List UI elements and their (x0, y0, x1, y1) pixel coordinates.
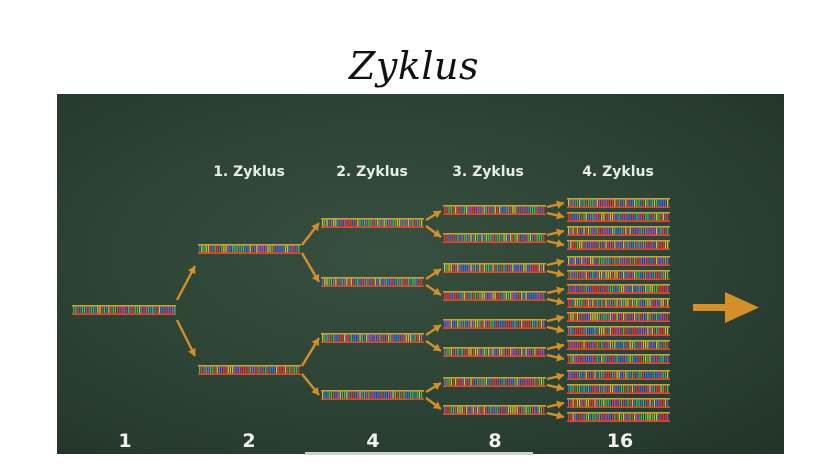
dna-cycle3-7 (443, 377, 546, 387)
split-arrow-3-13 (546, 372, 565, 381)
dna-cycle2-2 (321, 277, 424, 287)
dna-cycle1-2 (198, 365, 301, 375)
chalkboard: 1. Zyklus 2. Zyklus 3. Zyklus 4. Zyklus … (57, 94, 784, 454)
split-arrow-2-1 (425, 209, 442, 222)
split-arrow-1-2 (300, 252, 321, 283)
split-arrow-2-5 (425, 324, 442, 336)
pcr-diagram (72, 198, 759, 422)
split-arrow-3-7 (546, 286, 565, 295)
dna-cycle4-13 (567, 370, 670, 380)
dna-cycle4-14 (567, 384, 670, 394)
split-arrow-3-8 (546, 297, 565, 306)
split-arrow-1-1 (301, 222, 320, 246)
split-arrow-3-11 (546, 342, 565, 351)
split-arrow-3-10 (546, 325, 565, 334)
count-cycle-2: 4 (366, 430, 380, 452)
dna-cycle4-3 (567, 226, 670, 236)
split-arrow-3-2 (546, 211, 565, 220)
split-arrow-2-6 (425, 340, 442, 352)
dna-cycle3-2 (443, 233, 546, 243)
dna-cycle4-12 (567, 354, 670, 364)
slide-scrollbar[interactable] (305, 452, 533, 455)
dna-cycle3-3 (443, 263, 546, 273)
dna-cycle4-8 (567, 298, 670, 308)
dna-cycle3-6 (443, 347, 546, 357)
split-arrow-3-4 (546, 239, 565, 248)
dna-cycle2-4 (321, 390, 424, 400)
dna-cycle4-16 (567, 412, 670, 422)
cycle-label-4: 4. Zyklus (582, 164, 654, 180)
count-cycle-1: 2 (242, 430, 256, 452)
dna-cycle4-10 (567, 326, 670, 336)
split-arrow-3-14 (546, 383, 565, 392)
dna-cycle4-4 (567, 240, 670, 250)
arrow-right-icon (693, 292, 759, 323)
split-arrow-3-12 (546, 353, 565, 362)
dna-cycle2-1 (321, 218, 424, 228)
split-arrow-3-15 (546, 400, 565, 409)
split-arrow-1-3 (300, 337, 321, 367)
cycle-label-2: 2. Zyklus (336, 164, 408, 180)
split-arrow-2-8 (425, 397, 442, 410)
count-cycle-3: 8 (488, 430, 502, 452)
cycle-label-1: 1. Zyklus (213, 164, 285, 180)
split-arrow-3-16 (546, 411, 565, 420)
dna-cycle4-11 (567, 340, 670, 350)
dna-cycle1-1 (198, 244, 301, 254)
count-start: 1 (118, 430, 132, 452)
dna-start (72, 305, 176, 315)
split-arrow-3-1 (546, 200, 565, 209)
dna-cycle3-4 (443, 291, 546, 301)
split-arrow-0a (175, 265, 197, 301)
split-arrow-2-7 (425, 381, 442, 394)
dna-cycle3-1 (443, 205, 546, 215)
dna-cycle4-2 (567, 212, 670, 222)
dna-cycle4-9 (567, 312, 670, 322)
split-arrow-2-3 (425, 268, 442, 280)
dna-cycle4-7 (567, 284, 670, 294)
split-arrow-3-5 (546, 258, 565, 267)
split-arrow-3-6 (546, 269, 565, 278)
count-cycle-4: 16 (606, 430, 634, 452)
split-arrow-3-9 (546, 314, 565, 323)
dna-cycle4-6 (567, 270, 670, 280)
split-arrow-2-4 (425, 284, 442, 296)
cycle-label-3: 3. Zyklus (452, 164, 524, 180)
split-arrow-2-2 (425, 225, 442, 238)
dna-cycle4-1 (567, 198, 670, 208)
dna-cycle3-8 (443, 405, 546, 415)
split-arrow-0b (175, 319, 197, 357)
slide-title: Zyklus (348, 44, 480, 88)
dna-cycle2-3 (321, 333, 424, 343)
dna-cycle3-5 (443, 319, 546, 329)
split-arrow-3-3 (546, 228, 565, 237)
dna-cycle4-5 (567, 256, 670, 266)
dna-cycle4-15 (567, 398, 670, 408)
split-arrow-1-4 (301, 373, 320, 396)
